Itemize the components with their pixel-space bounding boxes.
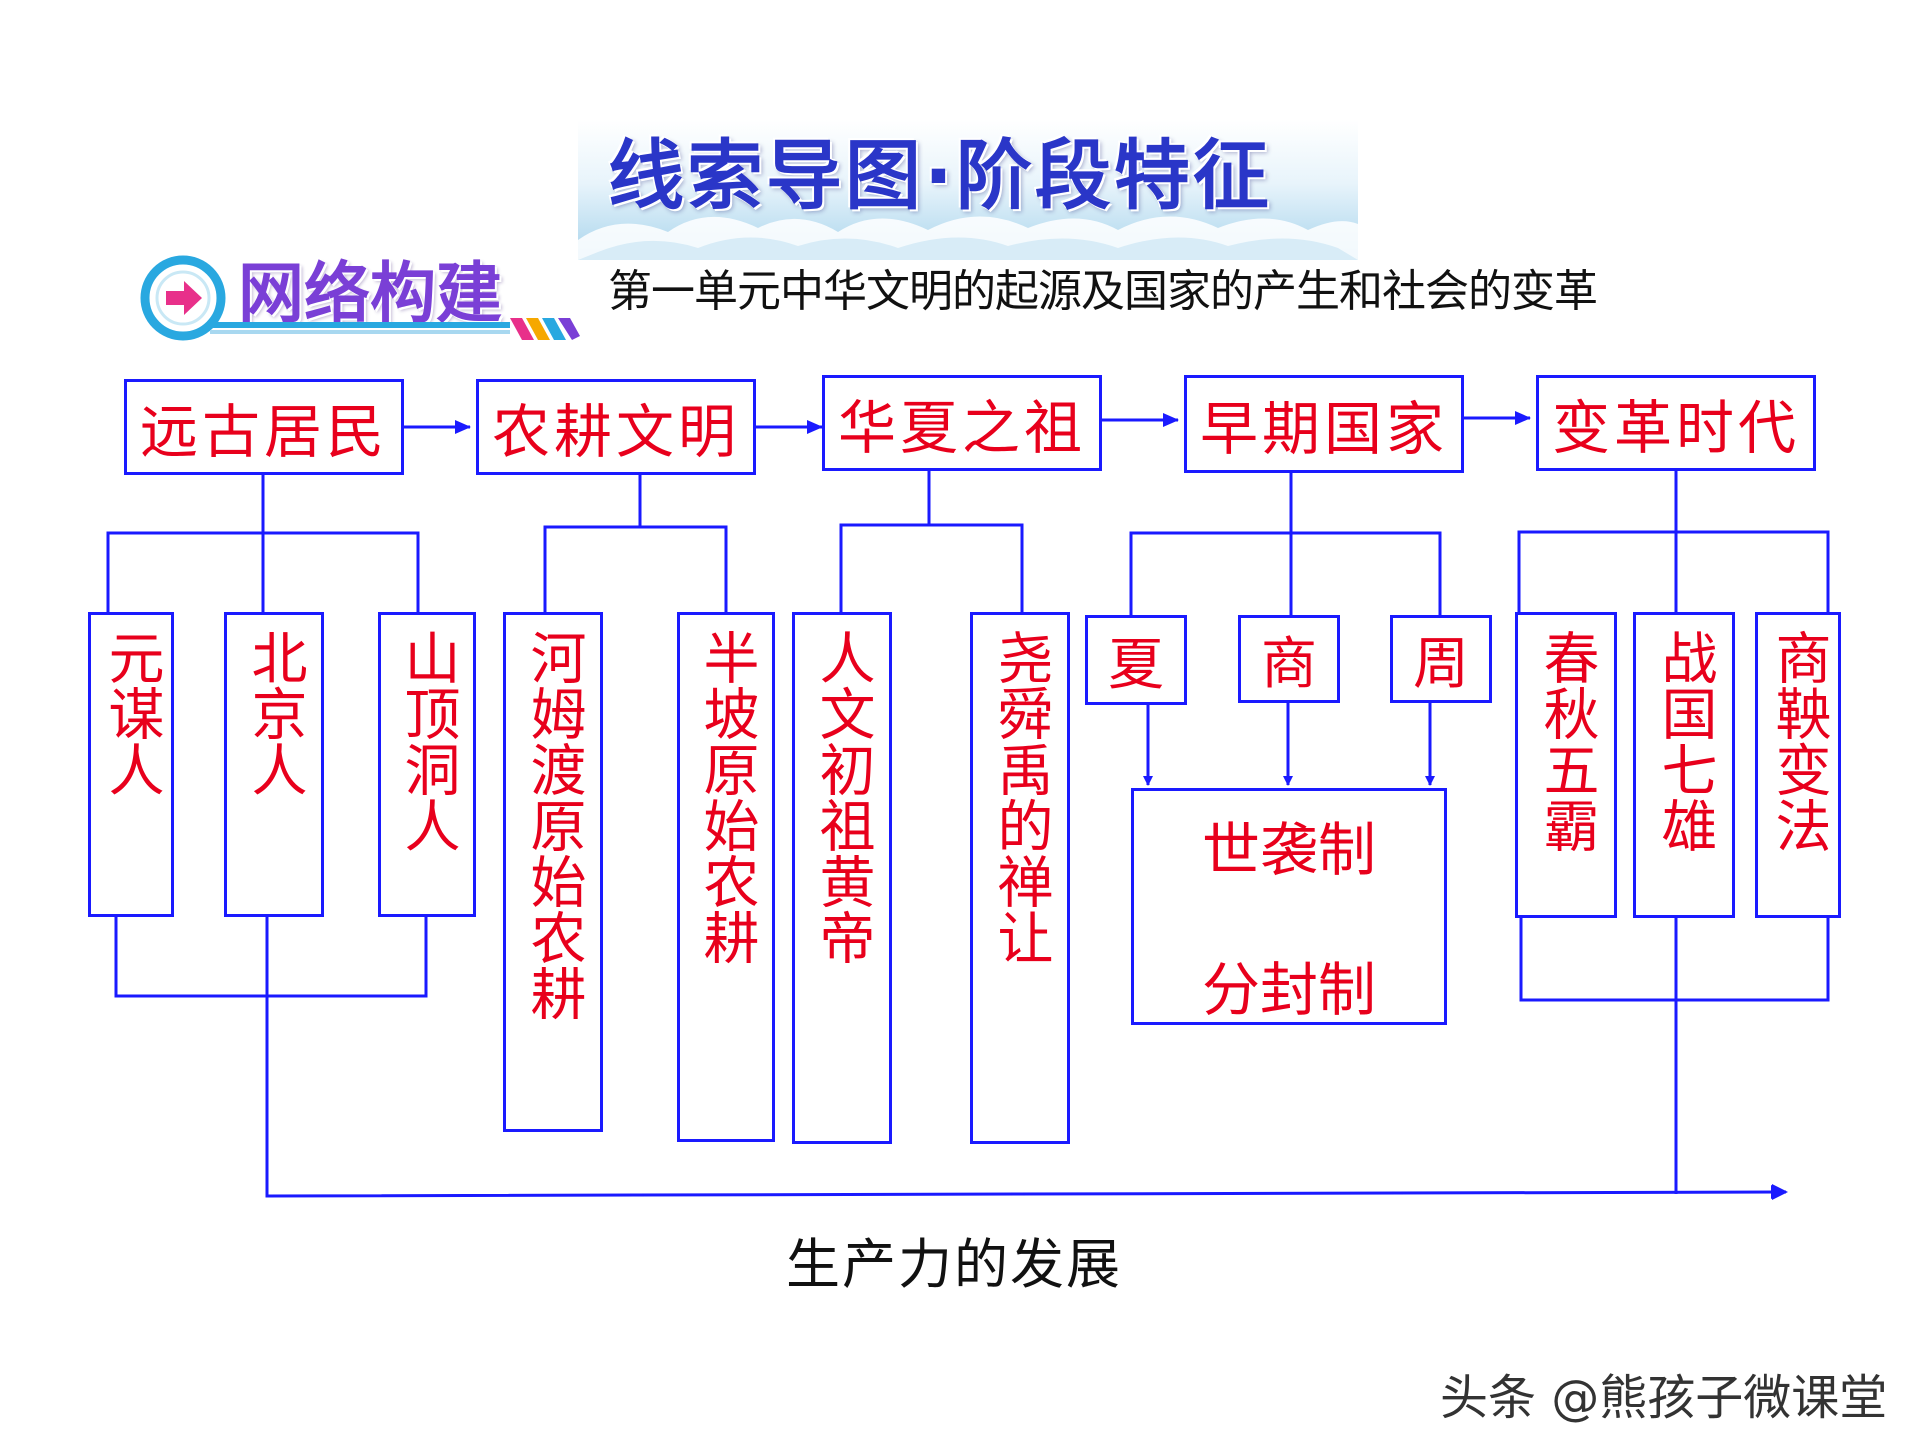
child-box-hemudu: 河姆渡原始农耕 xyxy=(503,612,603,1132)
child-box-yellow-emperor: 人文初祖黄帝 xyxy=(792,612,892,1144)
child-box-shang-yang-reform: 商鞅变法 xyxy=(1755,612,1841,918)
title-banner: 线索导图·阶段特征 xyxy=(578,120,1358,260)
child-box-banpo: 半坡原始农耕 xyxy=(677,612,775,1142)
system-box: 世袭制 分封制 xyxy=(1131,788,1447,1025)
productivity-development-label: 生产力的发展 xyxy=(786,1233,1122,1296)
section-title: 网络构建 xyxy=(238,255,502,332)
child-box-spring-autumn: 春秋五霸 xyxy=(1515,612,1617,918)
child-label: 人文初祖黄帝 xyxy=(810,629,875,965)
child-box-upper-cave: 山顶洞人 xyxy=(378,612,476,917)
stage-box-early-states: 早期国家 xyxy=(1184,375,1464,473)
child-label: 战国七雄 xyxy=(1652,629,1717,853)
dynasty-box-xia: 夏 xyxy=(1085,615,1187,705)
watermark: 头条 @熊孩子微课堂 xyxy=(1440,1370,1888,1426)
arrow-circle-icon xyxy=(140,255,226,341)
stage-label: 华夏之祖 xyxy=(837,394,1086,462)
child-box-yuanmou: 元谋人 xyxy=(88,612,174,917)
child-label: 元谋人 xyxy=(99,629,164,797)
unit-subtitle: 第一单元中华文明的起源及国家的产生和社会的变革 xyxy=(608,266,1598,317)
stage-box-remote-residents: 远古居民 xyxy=(124,379,404,475)
stage-label: 农耕文明 xyxy=(491,398,740,466)
dynasty-box-shang: 商 xyxy=(1238,615,1340,703)
child-label: 北京人 xyxy=(242,629,307,797)
stage-label: 变革时代 xyxy=(1551,394,1800,462)
child-box-warring-states: 战国七雄 xyxy=(1633,612,1735,918)
stage-label: 早期国家 xyxy=(1199,395,1448,463)
child-box-abdication: 尧舜禹的禅让 xyxy=(970,612,1070,1144)
child-label: 春秋五霸 xyxy=(1534,629,1599,853)
section-underline-decoration xyxy=(210,318,580,340)
child-box-peking-man: 北京人 xyxy=(224,612,324,917)
main-title: 线索导图·阶段特征 xyxy=(608,131,1272,220)
child-label: 尧舜禹的禅让 xyxy=(988,629,1053,965)
dynasty-box-zhou: 周 xyxy=(1390,615,1492,703)
stage-box-era-of-reform: 变革时代 xyxy=(1536,375,1816,471)
child-label: 商鞅变法 xyxy=(1766,629,1831,853)
feudal-system-label: 分封制 xyxy=(1201,956,1376,1024)
stage-label: 远古居民 xyxy=(139,398,388,466)
dynasty-label: 周 xyxy=(1413,631,1469,697)
stage-box-farming-civilization: 农耕文明 xyxy=(476,379,756,475)
dynasty-label: 夏 xyxy=(1108,632,1164,698)
child-label: 半坡原始农耕 xyxy=(694,629,759,965)
stage-box-huaxia-ancestors: 华夏之祖 xyxy=(822,375,1102,471)
child-label: 河姆渡原始农耕 xyxy=(521,629,586,1021)
cloud-banner-decoration xyxy=(578,120,1358,260)
dynasty-label: 商 xyxy=(1261,631,1317,697)
child-label: 山顶洞人 xyxy=(395,629,460,853)
hereditary-system-label: 世袭制 xyxy=(1201,816,1376,884)
